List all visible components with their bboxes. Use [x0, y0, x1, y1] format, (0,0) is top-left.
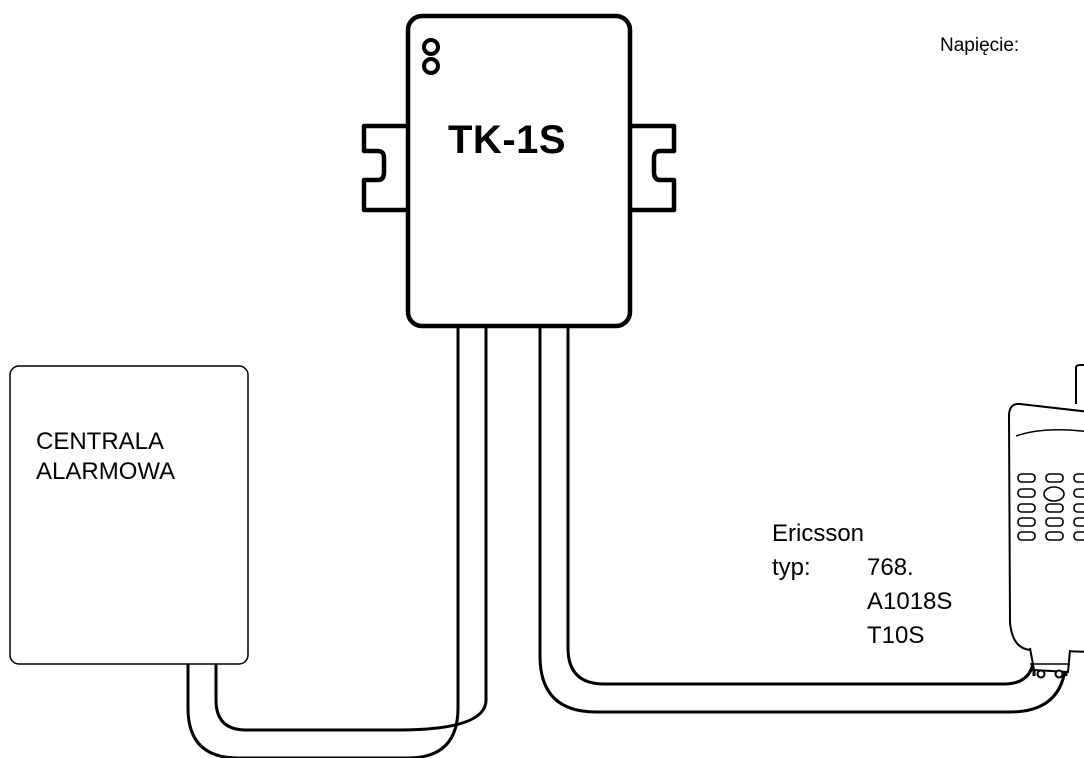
phone-model-t10s: T10S [867, 622, 925, 649]
device-name-label: TK-1S [448, 118, 567, 162]
phone-model-a1018s: A1018S [867, 588, 953, 615]
alarm-panel-label-line2: ALARMOWA [36, 458, 176, 485]
phone-type-label: typ: [772, 554, 811, 581]
cable-alarm-to-module [186, 326, 488, 758]
mobile-phone-icon [1007, 364, 1084, 679]
module-body [405, 13, 633, 329]
cable-module-to-phone [538, 326, 1068, 714]
alarm-panel-label-line1: CENTRALA [36, 428, 165, 455]
right-mounting-bracket [630, 123, 677, 213]
phone-model-768: 768. [867, 554, 914, 581]
alarm-panel-box [9, 365, 249, 665]
left-mounting-bracket [361, 123, 408, 213]
connector-holes-icon [422, 38, 440, 75]
phone-brand-label: Ericsson [772, 520, 865, 547]
voltage-label: Napięcie: [940, 35, 1020, 56]
